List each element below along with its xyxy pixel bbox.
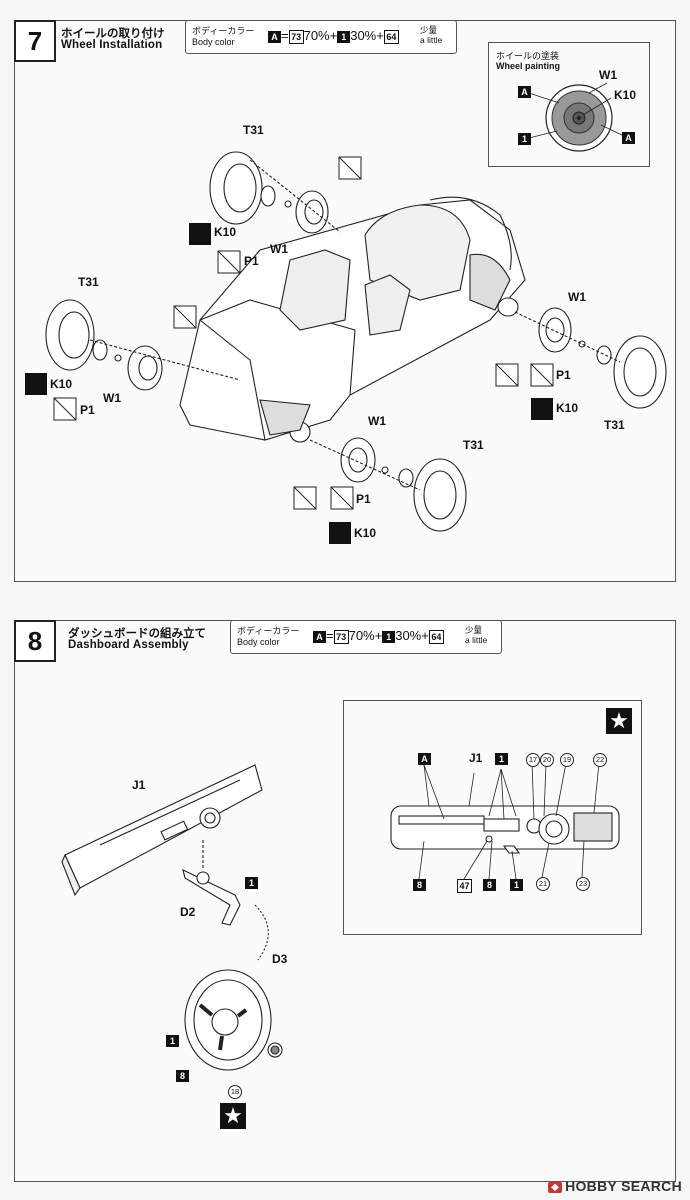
inset-star-icon: ★ — [606, 708, 632, 734]
step7-title-jp: ホイールの取り付け — [61, 28, 165, 40]
color-code-1: 1 — [382, 630, 396, 643]
wheel-painting-inset: ホイールの塗装 Wheel painting W1 K10 A 1 A — [488, 42, 650, 167]
decal-22: 22 — [593, 753, 607, 767]
dashboard-detail-illustration — [390, 762, 620, 880]
decal-21: 21 — [536, 877, 550, 891]
decal-17: 17 — [526, 753, 540, 767]
color-code-64: 64 — [428, 629, 444, 644]
wheel-painting-title-jp: ホイールの塗装 — [496, 51, 560, 61]
color-code-1: 1 — [337, 30, 351, 43]
dashboard-painting-inset: ★ — [343, 700, 642, 935]
equals-sign: = — [326, 628, 334, 643]
label-w1-top: W1 — [270, 242, 288, 256]
label-j1: J1 — [132, 778, 146, 792]
label-w1-right: W1 — [568, 290, 586, 304]
step8-title-en: Dashboard Assembly — [68, 639, 189, 651]
inset-color-47: 47 — [457, 879, 472, 893]
plus-sign: + — [376, 28, 384, 43]
inset-color-1-bottom: 1 — [510, 879, 523, 891]
color-label-jp: ボディーカラー — [192, 26, 255, 36]
decal-23: 23 — [576, 877, 590, 891]
color-code-73: 73 — [333, 629, 349, 644]
inset-color-a: A — [418, 753, 431, 765]
painted-wheel-illustration — [528, 82, 625, 152]
car-body-illustration — [25, 151, 667, 544]
percent-30: 30% — [350, 28, 377, 43]
inset-label-w1: W1 — [599, 68, 617, 82]
hobby-search-watermark: ◆HOBBY SEARCH — [548, 1178, 682, 1194]
label-color-8-wheel: 8 — [176, 1070, 189, 1082]
inset-color-8-left: 8 — [413, 879, 426, 891]
color-code-73: 73 — [288, 29, 304, 44]
decal-19: 19 — [560, 753, 574, 767]
label-k10-left: K10 — [50, 377, 73, 391]
step7-title-en: Wheel Installation — [61, 39, 163, 51]
inset-color-1-top: 1 — [495, 753, 508, 765]
label-t31-left: T31 — [78, 275, 99, 289]
color-code-a: A — [268, 30, 281, 43]
step8-title-jp: ダッシュボードの組み立て — [68, 628, 206, 640]
percent-70: 70% — [348, 628, 375, 643]
label-color-1-wheel: 1 — [166, 1035, 179, 1047]
plus-sign: + — [374, 628, 383, 643]
plus-sign: + — [421, 628, 429, 643]
hobby-search-logo-icon: ◆ — [548, 1181, 563, 1193]
label-t31-top: T31 — [243, 123, 264, 137]
inset-color-a-left: A — [518, 86, 531, 98]
decal-18: 18 — [228, 1085, 242, 1099]
percent-30: 30% — [395, 628, 422, 643]
label-color-1-shaft: 1 — [245, 877, 258, 889]
label-k10-front: K10 — [354, 526, 377, 540]
label-d2: D2 — [180, 905, 196, 919]
label-k10-right: K10 — [556, 401, 579, 415]
label-p1-right: P1 — [556, 368, 571, 382]
plus-sign: + — [329, 28, 338, 43]
label-w1-left: W1 — [103, 391, 121, 405]
label-p1-left: P1 — [80, 403, 95, 417]
percent-70: 70% — [303, 28, 330, 43]
equals-sign: = — [281, 28, 289, 43]
label-t31-front: T31 — [463, 438, 484, 452]
color-label-en: Body color — [237, 637, 280, 647]
label-p1-top: P1 — [244, 254, 259, 268]
wheel-painting-title-en: Wheel painting — [496, 61, 560, 71]
color-code-a: A — [313, 630, 326, 643]
step7-number: 7 — [14, 20, 56, 62]
inset-label-j1: J1 — [469, 751, 483, 765]
color-label-en: Body color — [192, 37, 235, 47]
color-code-64: 64 — [383, 29, 399, 44]
color-label-jp: ボディーカラー — [237, 626, 300, 636]
inset-color-a-right: A — [622, 132, 635, 144]
label-p1-front: P1 — [356, 492, 371, 506]
decal-star-icon: ★ — [220, 1103, 246, 1129]
inset-color-8-mid: 8 — [483, 879, 496, 891]
label-t31-right: T31 — [604, 418, 625, 432]
label-w1-front: W1 — [368, 414, 386, 428]
inset-color-1: 1 — [518, 133, 531, 145]
step8-number: 8 — [14, 620, 56, 662]
watermark-text: HOBBY SEARCH — [565, 1178, 682, 1194]
label-k10-top: K10 — [214, 225, 237, 239]
inset-label-k10: K10 — [614, 88, 637, 102]
label-d3: D3 — [272, 952, 288, 966]
decal-20: 20 — [540, 753, 554, 767]
